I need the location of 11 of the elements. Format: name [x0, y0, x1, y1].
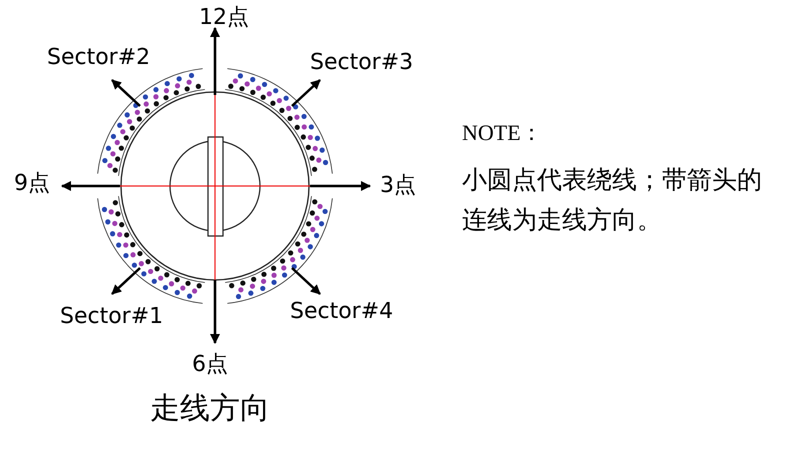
- note-heading: NOTE：: [462, 121, 543, 146]
- sector-label: Sector#2: [47, 46, 150, 70]
- clock-position-label: 12点: [199, 6, 249, 30]
- clock-position-label: 6点: [192, 353, 228, 378]
- sector-label: Sector#1: [60, 305, 164, 330]
- sector-label: Sector#4: [290, 300, 394, 324]
- clock-position-label: 9点: [14, 172, 50, 196]
- caption: 走线方向: [150, 392, 270, 425]
- sector-label: Sector#3: [310, 51, 414, 76]
- note-text: 小圆点代表绕线；带箭头的连线为走线方向。: [462, 164, 763, 236]
- clock-position-label: 3点: [380, 174, 416, 198]
